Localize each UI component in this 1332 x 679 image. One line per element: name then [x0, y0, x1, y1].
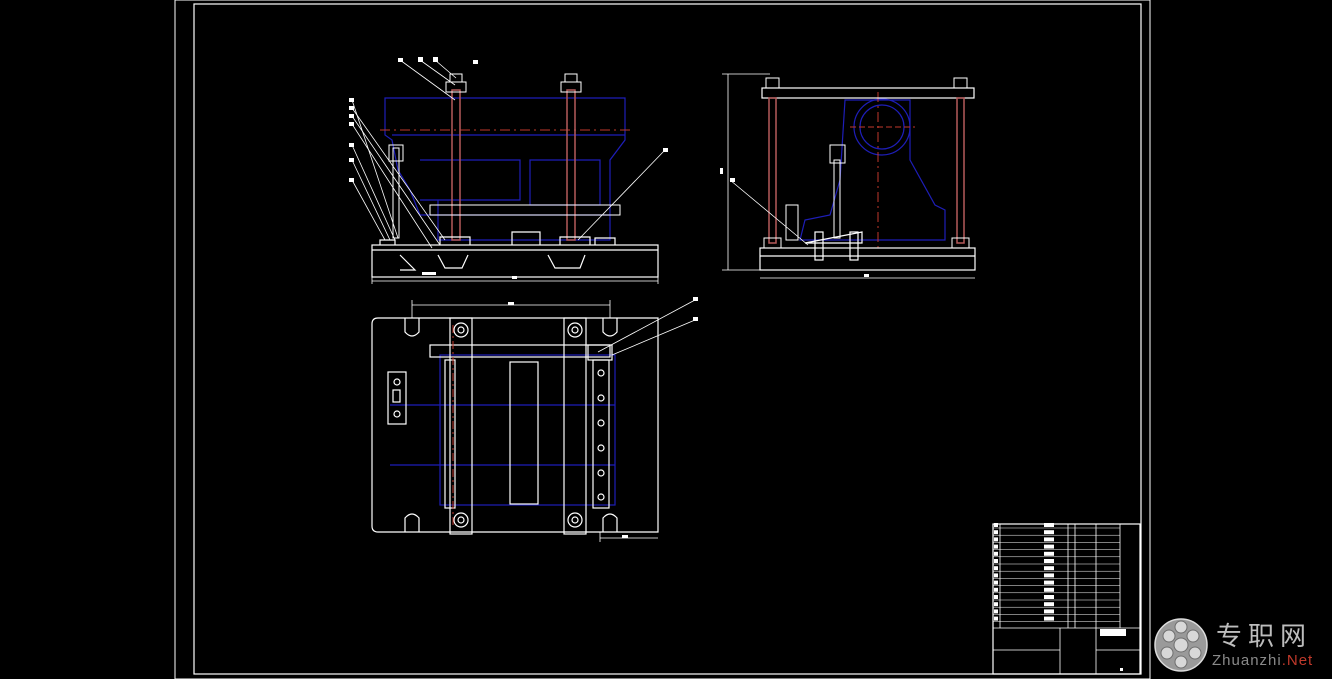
title-block-cell-mark: [1044, 616, 1054, 621]
title-block-index-mark: [994, 609, 998, 614]
title-block-cell-mark: [1044, 602, 1054, 607]
title-block-cell-mark: [1044, 523, 1054, 527]
title-block-index-mark: [994, 573, 998, 578]
watermark-en-text: Zhuanzhi.Net: [1212, 652, 1313, 669]
globe-logo-icon: [1154, 618, 1208, 672]
title-block-index-mark: [994, 559, 998, 563]
outer-border: [174, 0, 1151, 679]
title-block-cell-mark: [1044, 580, 1054, 585]
watermark-en-prefix: Zhuanzhi: [1212, 652, 1282, 669]
title-block-cell-mark: [1044, 530, 1054, 535]
title-block-index-mark: [994, 580, 998, 585]
watermark-en-suffix: .Net: [1281, 652, 1314, 669]
title-block-rows: [993, 523, 1120, 622]
inner-border: [193, 3, 1142, 675]
title-block-cell-mark: [1044, 609, 1054, 614]
watermark: 专职网 Zhuanzhi.Net: [1150, 612, 1332, 679]
title-block-index-mark: [994, 602, 998, 607]
title-block-cell-mark: [1044, 573, 1054, 578]
leader-marks: [349, 57, 1126, 671]
top-view: [371, 299, 696, 542]
title-block-cell-mark: [1044, 551, 1054, 556]
title-block-cell-mark: [1044, 559, 1054, 563]
title-block-cell-mark: [1044, 595, 1054, 599]
title-block-index-mark: [994, 551, 998, 556]
front-view: [351, 59, 666, 284]
title-block-cell-mark: [1044, 544, 1054, 549]
title-block-cell-mark: [1044, 587, 1054, 592]
title-block-index-mark: [994, 566, 998, 571]
title-block-cell-mark: [1044, 537, 1054, 542]
title-block-cell-mark: [1044, 566, 1054, 571]
title-block-index-mark: [994, 544, 998, 549]
watermark-cn-text: 专职网: [1216, 622, 1313, 652]
side-view: [722, 73, 976, 279]
title-block: [992, 523, 1141, 675]
title-block-index-mark: [994, 587, 998, 592]
title-block-index-mark: [994, 595, 998, 599]
title-block-index-mark: [994, 537, 998, 542]
title-block-index-mark: [994, 616, 998, 621]
title-block-index-mark: [994, 530, 998, 535]
title-block-index-mark: [994, 523, 998, 527]
